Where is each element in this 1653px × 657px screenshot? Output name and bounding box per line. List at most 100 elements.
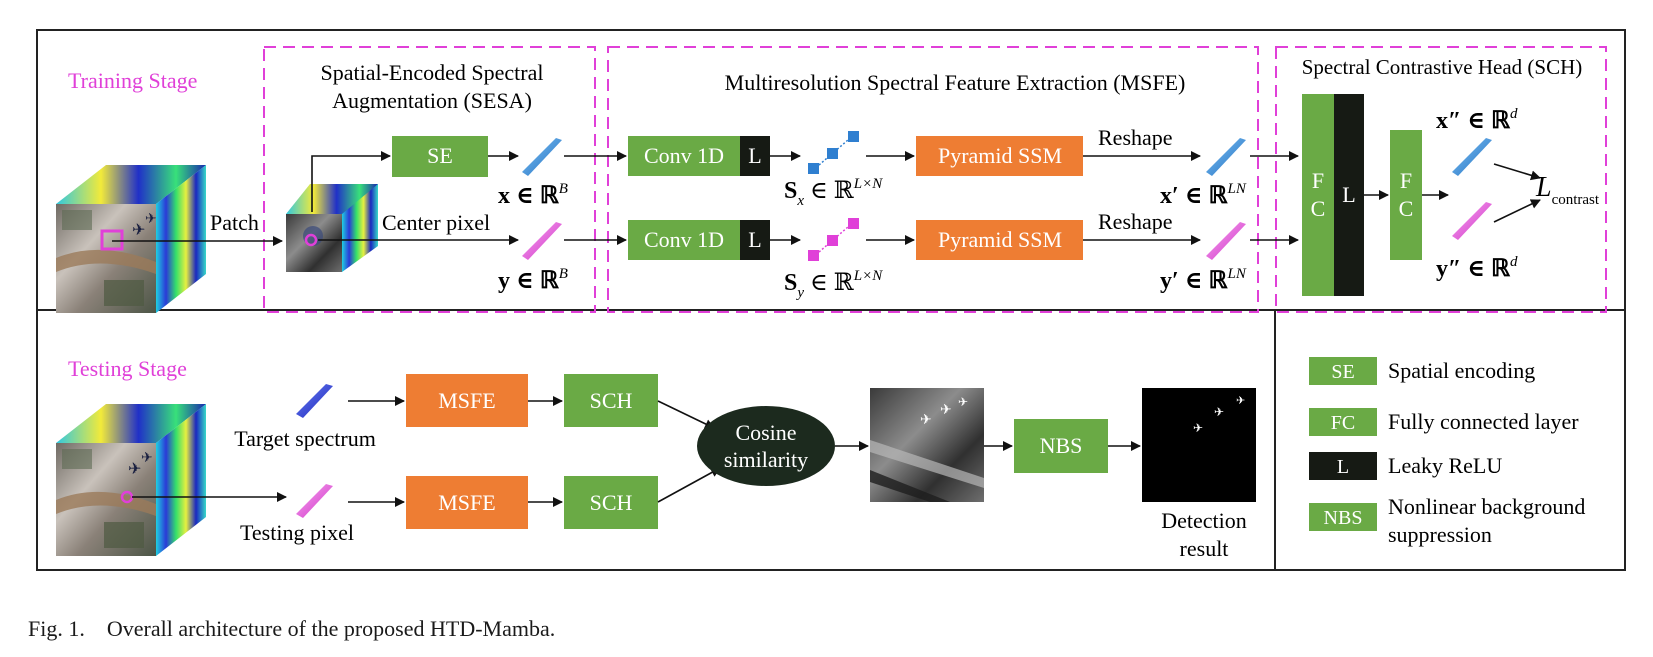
se-arrow-in bbox=[311, 151, 391, 212]
x-prime-label: x′ ∈ ℝLN bbox=[1160, 181, 1247, 209]
leaky-relu-block-bottom bbox=[740, 220, 770, 260]
patch-marker bbox=[100, 229, 124, 251]
legend-text-nbs-line2: suppression bbox=[1388, 522, 1492, 547]
figure-caption-text: Overall architecture of the proposed HTD… bbox=[106, 616, 556, 641]
pyramid-ssm-label-bottom: Pyramid SSM bbox=[938, 227, 1062, 252]
figure-caption-label: Fig. 1. bbox=[28, 616, 85, 641]
conv1d-block-top bbox=[628, 136, 740, 176]
leaky-relu-label-bottom: L bbox=[748, 227, 761, 252]
hsi-cube-testing: ✈ ✈ bbox=[56, 404, 206, 556]
test-msfe-block-bottom bbox=[406, 476, 528, 529]
sch-fc1-c: C bbox=[1311, 196, 1326, 221]
svg-text:✈: ✈ bbox=[1214, 405, 1224, 419]
x-vector-label: x ∈ ℝB bbox=[498, 181, 568, 209]
target-spectrum-icon bbox=[296, 384, 333, 418]
detection-result-line2: result bbox=[1180, 536, 1229, 561]
sx-label: Sx ∈ ℝL×N bbox=[784, 176, 883, 209]
sch-fc2-c: C bbox=[1399, 196, 1414, 221]
test-sch-block-bottom bbox=[564, 476, 658, 529]
sch-fc1-f: F bbox=[1312, 168, 1324, 193]
patch-cube bbox=[286, 184, 378, 272]
test-sch-block-top bbox=[564, 374, 658, 427]
center-pixel-marker bbox=[304, 233, 318, 247]
hsi-cube-training: ✈ ✈ bbox=[56, 165, 206, 313]
svg-text:✈: ✈ bbox=[920, 413, 932, 428]
legend-key-nbs bbox=[1309, 503, 1377, 531]
svg-text:✈: ✈ bbox=[940, 403, 952, 418]
sch-title: Spectral Contrastive Head (SCH) bbox=[1302, 55, 1583, 79]
sx-token-sequence-icon bbox=[808, 131, 859, 174]
svg-text:✈: ✈ bbox=[958, 395, 968, 409]
detection-result-image: ✈ ✈ ✈ bbox=[1142, 388, 1256, 502]
target-spectrum-label: Target spectrum bbox=[234, 426, 376, 451]
svg-text:✈: ✈ bbox=[141, 451, 153, 466]
x-double-prime-label: x″ ∈ ℝd bbox=[1436, 106, 1518, 134]
training-stage-label: Training Stage bbox=[68, 68, 197, 93]
y-double-prime-vector-icon bbox=[1452, 202, 1492, 240]
testing-pixel-icon bbox=[296, 484, 333, 518]
sesa-title-line2: Augmentation (SESA) bbox=[332, 88, 532, 113]
y-double-prime-label: y″ ∈ ℝd bbox=[1436, 254, 1518, 282]
contrastive-loss-label: Lcontrast bbox=[1535, 172, 1600, 208]
sch-box bbox=[1275, 46, 1607, 313]
conv1d-label-bottom: Conv 1D bbox=[644, 227, 724, 252]
similarity-map-image: ✈ ✈ ✈ bbox=[870, 388, 984, 502]
leaky-relu-label-top: L bbox=[748, 143, 761, 168]
svg-text:✈: ✈ bbox=[145, 212, 157, 227]
test-msfe-block-top bbox=[406, 374, 528, 427]
leaky-relu-block-top bbox=[740, 136, 770, 176]
cosine-line2: similarity bbox=[724, 447, 808, 472]
legend-text-se: Spatial encoding bbox=[1388, 358, 1535, 383]
cosine-line1: Cosine bbox=[735, 420, 796, 445]
nbs-label: NBS bbox=[1040, 433, 1083, 458]
legend-key-fc-label: FC bbox=[1331, 412, 1355, 434]
sch-to-cosine-arrow-top bbox=[657, 400, 715, 429]
cosine-similarity-node bbox=[697, 406, 835, 486]
reshape-label-top: Reshape bbox=[1098, 125, 1173, 150]
center-pixel-label: Center pixel bbox=[382, 210, 490, 235]
y-vector-label: y ∈ ℝB bbox=[498, 266, 568, 294]
y-prime-vector-icon bbox=[1206, 222, 1246, 260]
legend-panel bbox=[1274, 309, 1626, 571]
sch-leaky-relu-label: L bbox=[1342, 182, 1355, 207]
legend-text-l: Leaky ReLU bbox=[1388, 453, 1502, 478]
legend-key-fc bbox=[1309, 408, 1377, 436]
legend-text-fc: Fully connected layer bbox=[1388, 409, 1579, 434]
msfe-title: Multiresolution Spectral Feature Extract… bbox=[725, 70, 1186, 95]
legend-key-l bbox=[1309, 452, 1377, 480]
svg-text:✈: ✈ bbox=[1236, 395, 1245, 407]
msfe-box bbox=[607, 46, 1259, 313]
svg-text:✈: ✈ bbox=[128, 461, 141, 478]
sesa-box bbox=[263, 46, 596, 313]
svg-text:✈: ✈ bbox=[132, 222, 145, 239]
legend-key-se-label: SE bbox=[1331, 361, 1354, 383]
y-prime-label: y′ ∈ ℝLN bbox=[1160, 266, 1247, 294]
sy-token-sequence-icon bbox=[808, 218, 859, 261]
legend-text-nbs-line1: Nonlinear background bbox=[1388, 494, 1585, 519]
sch-fc-block-1 bbox=[1302, 94, 1334, 296]
test-msfe-label-bottom: MSFE bbox=[438, 490, 495, 515]
nbs-block bbox=[1014, 419, 1108, 473]
detection-result-line1: Detection bbox=[1161, 508, 1247, 533]
legend: SE Spatial encoding FC Fully connected l… bbox=[1309, 357, 1585, 547]
pyramid-ssm-block-top bbox=[916, 136, 1083, 176]
legend-key-nbs-label: NBS bbox=[1324, 507, 1363, 529]
sy-label: Sy ∈ ℝL×N bbox=[784, 268, 883, 301]
y-vector-icon bbox=[522, 222, 562, 260]
x-prime-vector-icon bbox=[1206, 138, 1246, 176]
x-to-loss-arrow bbox=[1493, 163, 1541, 181]
sch-fc2-f: F bbox=[1400, 168, 1412, 193]
pyramid-ssm-label-top: Pyramid SSM bbox=[938, 143, 1062, 168]
sch-fc-block-2 bbox=[1390, 130, 1422, 260]
svg-text:✈: ✈ bbox=[1193, 421, 1203, 435]
test-msfe-label-top: MSFE bbox=[438, 388, 495, 413]
conv1d-label-top: Conv 1D bbox=[644, 143, 724, 168]
legend-key-l-label: L bbox=[1337, 456, 1349, 478]
testing-pixel-label: Testing pixel bbox=[240, 520, 354, 545]
legend-key-se bbox=[1309, 357, 1377, 385]
pyramid-ssm-block-bottom bbox=[916, 220, 1083, 260]
x-double-prime-vector-icon bbox=[1452, 138, 1492, 176]
figure-caption: Fig. 1. Overall architecture of the propo… bbox=[28, 616, 555, 642]
test-sch-label-top: SCH bbox=[590, 388, 633, 413]
